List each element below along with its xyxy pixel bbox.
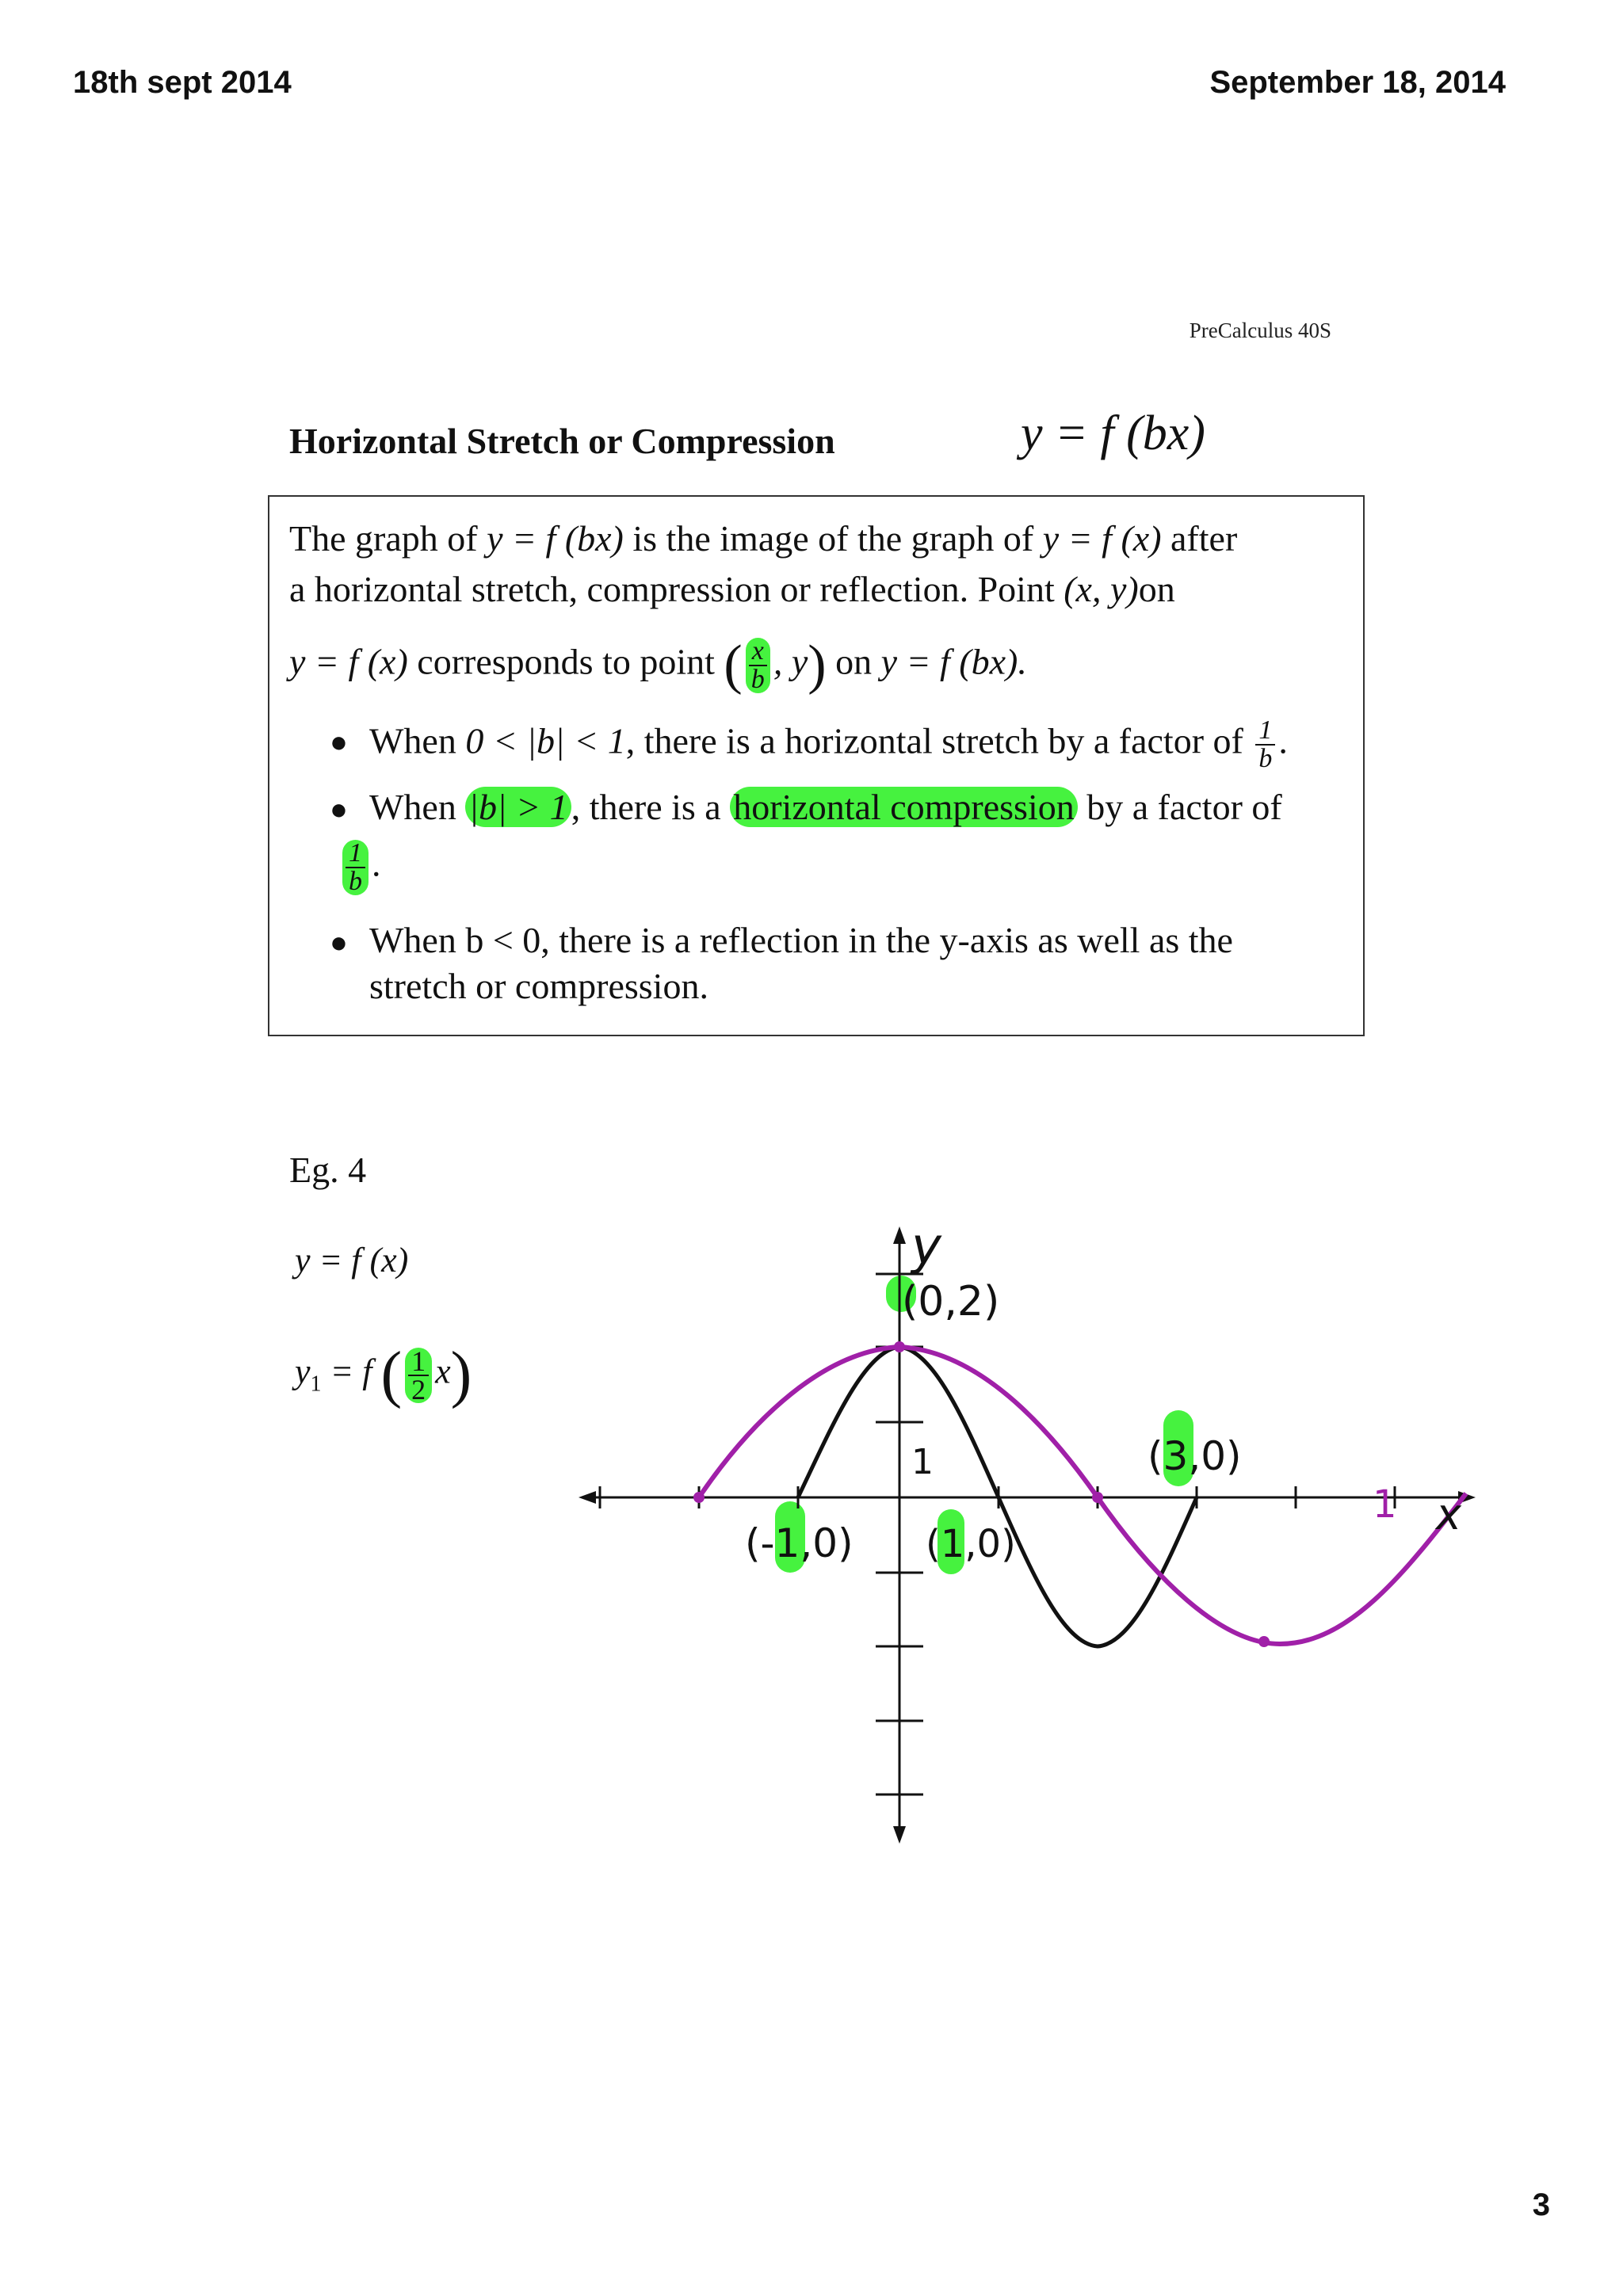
y-axis-arrow-up [893, 1226, 906, 1244]
def-text-1a: The graph of [289, 518, 487, 559]
highlight-three [1163, 1410, 1193, 1486]
def-eq-c: (x, y) [1064, 569, 1139, 609]
def-text-2b: on [1138, 569, 1175, 609]
highlight-one [938, 1509, 964, 1574]
definition-paragraph: The graph of y = f (bx) is the image of … [289, 513, 1343, 615]
pink-point-mid [1092, 1492, 1103, 1503]
y-axis-label: y [910, 1218, 942, 1276]
point-y: , y [773, 641, 808, 682]
def-text-3c: on [826, 641, 881, 682]
curve-original [796, 1344, 1199, 1649]
page-header-title: 18th sept 2014 [73, 65, 292, 100]
bullet-2: When |b| > 1, there is a horizontal comp… [369, 787, 1282, 827]
y-axis-arrow-down [893, 1826, 906, 1844]
def-text-1c: after [1161, 518, 1238, 559]
point-label-neg1-0: (-1,0) [745, 1520, 854, 1566]
definition-box [268, 495, 1365, 1036]
def-text-3b: corresponds to point [407, 641, 724, 682]
curve-transformed [697, 1344, 1468, 1647]
section-formula: y = f (bx) [1021, 406, 1205, 460]
def-eq-b: y = f (x) [1042, 518, 1162, 559]
point-label-1-0: (1,0) [926, 1522, 1016, 1566]
bullet-dot-3: ● [330, 926, 348, 959]
def-eq-line3a: y = f (x) [289, 641, 408, 682]
x-tick-one-label: 1 [1373, 1482, 1397, 1527]
point-label-0-2: (0,2) [902, 1278, 999, 1325]
bullet-dot-1: ● [330, 726, 348, 759]
bullet-2-highlight: horizontal compression [730, 787, 1078, 827]
x-axis-arrow-left [579, 1491, 596, 1504]
def-text-1b: is the image of the graph of [623, 518, 1043, 559]
bullet-3: When b < 0, there is a reflection in the… [369, 920, 1233, 1006]
pink-point-left [693, 1492, 705, 1503]
section-title: Horizontal Stretch or Compression [289, 421, 835, 461]
page-number: 3 [1532, 2187, 1550, 2222]
point-label-3-0: (3,0) [1148, 1433, 1242, 1479]
pink-point-top [894, 1341, 905, 1352]
highlight-zero-y [886, 1276, 916, 1312]
bullet-dot-2: ● [330, 793, 348, 826]
bullet-1: When 0 < |b| < 1, there is a horizontal … [369, 715, 1288, 773]
def-eq-line3d: y = f (bx). [880, 641, 1027, 682]
bullet-1-condition: 0 < |b| < 1 [465, 720, 626, 761]
def-eq-a: y = f (bx) [487, 518, 624, 559]
highlight-neg-one [775, 1501, 805, 1573]
x-axis-label: x [1434, 1489, 1462, 1539]
bullet-2-condition: |b| > 1 [465, 787, 571, 827]
pink-point-bottom [1258, 1636, 1270, 1647]
def-text-2a: a horizontal stretch, compression or ref… [289, 569, 1064, 609]
example-equation-1: y = f (x) [295, 1241, 409, 1280]
example-label: Eg. 4 [289, 1150, 367, 1190]
y-tick-one-label: 1 [911, 1442, 934, 1482]
page-header-date: September 18, 2014 [1209, 65, 1506, 100]
course-label: PreCalculus 40S [1189, 318, 1331, 342]
